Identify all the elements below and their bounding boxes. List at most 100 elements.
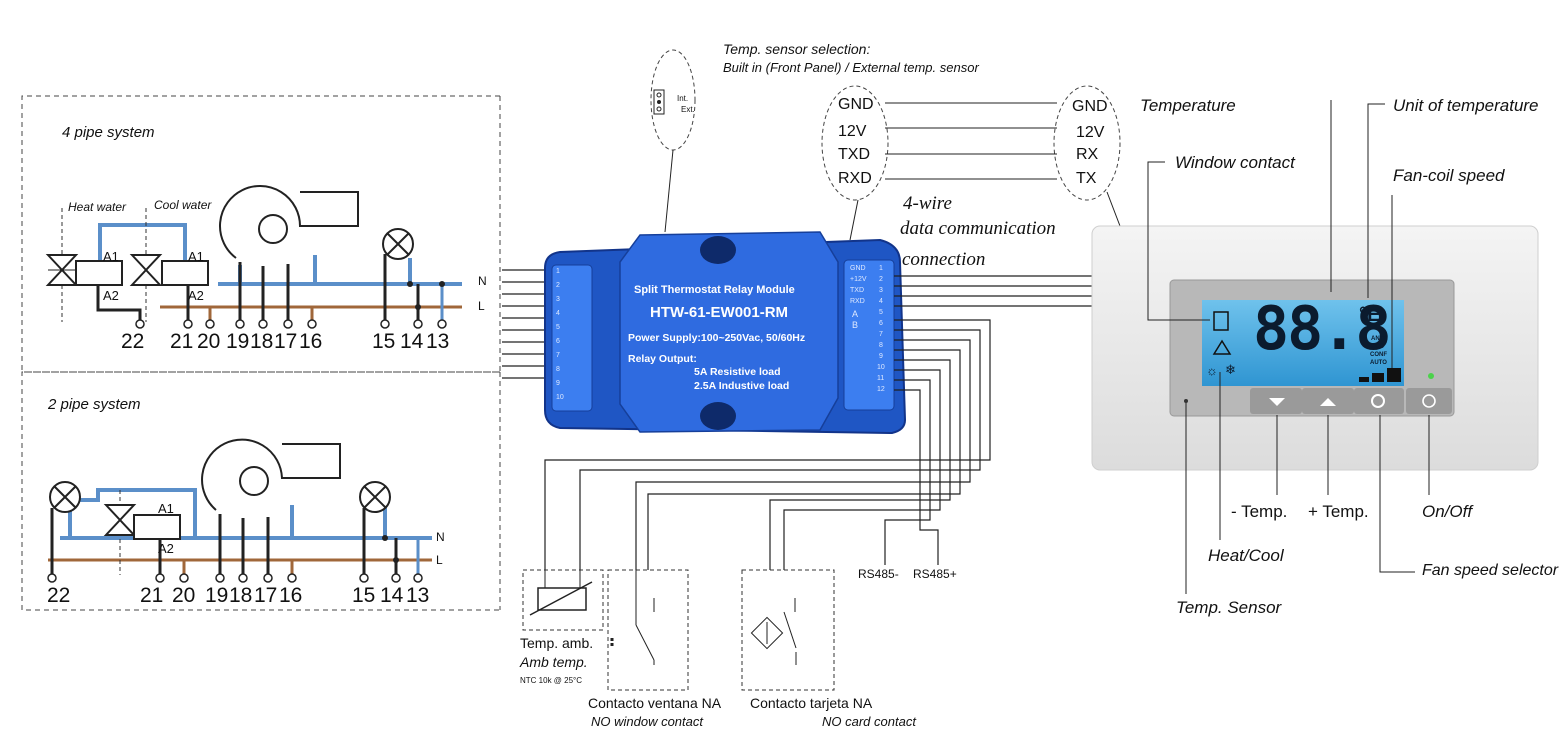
rs485-plus-label: RS485+ — [913, 567, 957, 581]
module-left-pin-3: 3 — [556, 296, 560, 303]
callout-on-off: On/Off — [1422, 502, 1473, 521]
cool-water-label: Cool water — [154, 198, 212, 212]
two-pipe-terminal-16: 16 — [279, 584, 303, 607]
coil2-a2: A2 — [188, 288, 204, 303]
lcd-mode-conf: CONF — [1370, 352, 1387, 358]
two-pipe-schematic — [47, 438, 432, 583]
module-right-pin-rxd: RXD — [850, 298, 865, 305]
module-right-num-9: 9 — [879, 353, 883, 360]
four-pipe-terminal-22: 22 — [121, 330, 145, 353]
two-pipe-terminal-17: 17 — [254, 584, 278, 607]
four-pipe-terminal-15: 15 — [372, 330, 396, 353]
module-left-pin-6: 6 — [556, 338, 560, 345]
comm-left-pin-txd: TXD — [838, 146, 870, 163]
two-pipe-line-l: L — [436, 553, 443, 567]
module-right-num-6: 6 — [879, 320, 883, 327]
two-pipe-terminal-21: 21 — [140, 584, 164, 607]
two-pipe-terminal-22: 22 — [47, 584, 71, 607]
two-pipe-terminal-13: 13 — [406, 584, 430, 607]
module-right-num-2: 2 — [879, 276, 883, 283]
comm-right-pin-12v: 12V — [1076, 124, 1105, 141]
module-left-pin-7: 7 — [556, 352, 560, 359]
callout-temp-sensor: Temp. Sensor — [1176, 598, 1282, 617]
two-pipe-terminal-14: 14 — [380, 584, 404, 607]
rs485-minus-label: RS485- — [858, 567, 899, 581]
sensor-selection-title: Temp. sensor selection: — [723, 41, 871, 57]
comm-connector — [821, 85, 1121, 241]
module-right-num-12: 12 — [877, 386, 885, 393]
two-pipe-coil-a2: A2 — [158, 541, 174, 556]
switch-ext-label: Ext. — [681, 105, 695, 114]
four-pipe-terminal-14: 14 — [400, 330, 424, 353]
two-pipe-title: 2 pipe system — [48, 396, 141, 413]
module-left-pin-1: 1 — [556, 268, 560, 275]
module-relay-1: 5A Resistive load — [694, 366, 781, 378]
two-pipe-frame — [21, 371, 501, 611]
module-left-wires — [502, 269, 548, 379]
two-pipe-coil-a1: A1 — [158, 501, 174, 516]
callout-fan-coil-speed: Fan-coil speed — [1393, 166, 1505, 185]
four-pipe-title: 4 pipe system — [62, 124, 155, 141]
thermostat-panel — [1091, 225, 1539, 471]
module-right-pin-b: B — [852, 320, 859, 330]
lcd-mode-eco: ECO — [1371, 344, 1385, 350]
module-left-pin-9: 9 — [556, 380, 560, 387]
callout-window-contact: Window contact — [1175, 153, 1295, 172]
sensor-selection-subtitle: Built in (Front Panel) / External temp. … — [723, 60, 979, 75]
module-title: Split Thermostat Relay Module — [634, 284, 795, 296]
module-right-num-1: 1 — [879, 265, 883, 272]
switch-int-label: Int. — [677, 94, 689, 103]
two-pipe-line-n: N — [436, 530, 445, 544]
comm-left-pin-rxd: RXD — [838, 170, 872, 187]
module-relay-2: 2.5A Industive load — [694, 380, 790, 392]
sensor-selection-switch — [650, 49, 696, 233]
comm-note-line3: connection — [902, 249, 986, 270]
coil2-a1: A1 — [188, 249, 204, 264]
two-pipe-terminal-18: 18 — [229, 584, 253, 607]
module-right-pin-txd: TXD — [850, 287, 864, 294]
module-right-pin-12v: +12V — [850, 276, 867, 283]
ntc-label: NTC 10k @ 25°C — [520, 676, 583, 685]
module-left-pin-4: 4 — [556, 310, 560, 317]
module-left-pin-2: 2 — [556, 282, 560, 289]
module-power: Power Supply:100~250Vac, 50/60Hz — [628, 332, 806, 344]
four-pipe-terminal-21: 21 — [170, 330, 194, 353]
card-contact-es-label: Contacto tarjeta NA — [750, 695, 873, 711]
comm-right-pin-tx: TX — [1076, 170, 1097, 187]
module-right-pin-gnd: GND — [850, 265, 866, 272]
callout-unit: Unit of temperature — [1393, 96, 1539, 115]
module-left-pin-10: 10 — [556, 394, 564, 401]
module-model: HTW-61-EW001-RM — [650, 304, 789, 321]
callout-leaders — [1147, 100, 1430, 594]
four-pipe-terminal-20: 20 — [197, 330, 221, 353]
two-pipe-terminal-19: 19 — [205, 584, 229, 607]
lcd-unit: °E — [1359, 304, 1381, 326]
callout-minus-temp: - Temp. — [1231, 502, 1288, 521]
comm-right-pin-gnd: GND — [1072, 98, 1108, 115]
window-contact-en-label: NO window contact — [591, 714, 703, 729]
two-pipe-terminal-20: 20 — [172, 584, 196, 607]
four-pipe-terminal-16: 16 — [299, 330, 323, 353]
callout-temperature: Temperature — [1140, 96, 1236, 115]
four-pipe-terminal-13: 13 — [426, 330, 450, 353]
two-pipe-terminal-15: 15 — [352, 584, 376, 607]
module-relay-title: Relay Output: — [628, 353, 697, 365]
lcd-mode-anti: ANTI — [1371, 336, 1385, 342]
callout-heat-cool: Heat/Cool — [1208, 546, 1284, 565]
four-pipe-terminal-17: 17 — [274, 330, 298, 353]
coil1-a1: A1 — [103, 249, 119, 264]
lcd-mode-auto: AUTO — [1370, 360, 1387, 366]
module-right-num-4: 4 — [879, 298, 883, 305]
module-right-num-8: 8 — [879, 342, 883, 349]
four-pipe-line-n: N — [478, 274, 487, 288]
card-contact-en-label: NO card contact — [822, 714, 916, 729]
relay-module — [544, 231, 907, 435]
module-right-num-11: 11 — [877, 375, 885, 382]
input-devices — [522, 569, 835, 691]
four-pipe-terminal-19: 19 — [226, 330, 250, 353]
coil1-a2: A2 — [103, 288, 119, 303]
comm-note-line1: 4-wire — [903, 193, 952, 214]
module-right-num-10: 10 — [877, 364, 885, 371]
module-right-num-3: 3 — [879, 287, 883, 294]
